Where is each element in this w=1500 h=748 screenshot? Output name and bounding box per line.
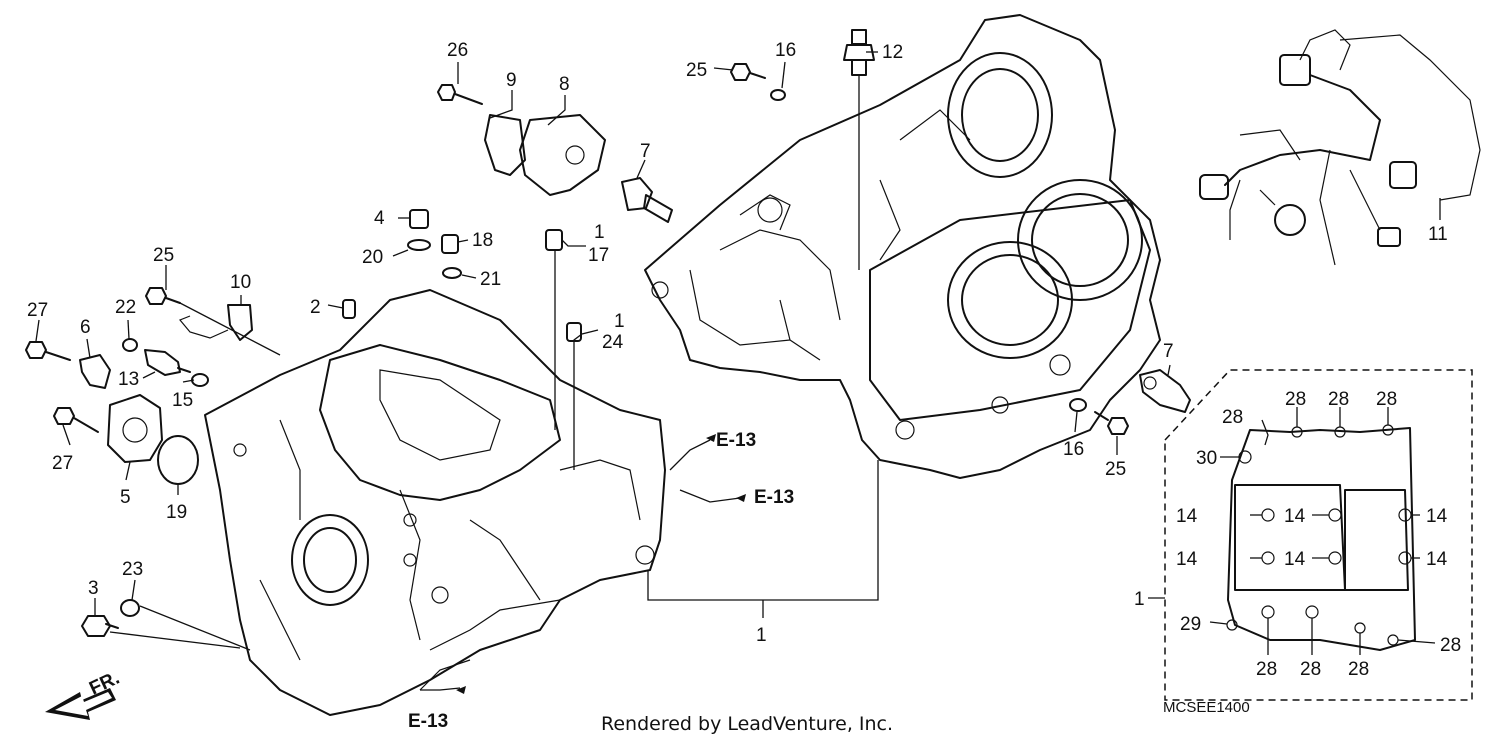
callout-28: 28	[1348, 659, 1369, 680]
callout-7: 7	[1163, 341, 1174, 362]
callout-28: 28	[1222, 407, 1243, 428]
callout-3: 3	[88, 578, 99, 599]
upper-crankcase-drawing	[644, 14, 1161, 479]
front-arrow-icon	[45, 688, 116, 720]
callout-1: 1	[1134, 589, 1145, 610]
sensor-7-upper-drawing	[621, 177, 673, 223]
bolt-25-upper-drawing	[730, 63, 766, 81]
callout-25: 25	[153, 245, 174, 266]
bolt-25-left-drawing	[145, 287, 181, 305]
render-credit: Rendered by LeadVenture, Inc.	[601, 713, 893, 735]
bracket-6-drawing	[79, 354, 111, 389]
callout-14: 14	[1176, 549, 1198, 570]
callout-18: 18	[472, 230, 493, 251]
callout-11: 11	[1428, 224, 1448, 245]
washer-16-upper-drawing	[770, 89, 786, 101]
bolt-25-right-drawing	[1094, 411, 1129, 435]
callout-25: 25	[686, 60, 707, 81]
callout-14: 14	[1176, 506, 1198, 527]
bolt-27-lower-drawing	[53, 407, 99, 433]
callout-28: 28	[1376, 389, 1397, 410]
reference-e13-upper: E-13	[716, 430, 756, 451]
bolt-26-drawing	[437, 84, 483, 105]
callout-13: 13	[118, 369, 139, 390]
callout-10: 10	[230, 272, 251, 293]
inset-oil-pan-assembly	[1148, 369, 1473, 701]
callout-20: 20	[362, 247, 383, 268]
diagram-code: MCSEE1400	[1163, 699, 1250, 716]
callout-16: 16	[775, 40, 796, 61]
callout-17: 17	[588, 245, 609, 266]
e13-arrow-c-icon	[456, 686, 466, 694]
washer-23-drawing	[120, 599, 140, 617]
callout-7: 7	[640, 141, 651, 162]
callout-6: 6	[80, 317, 91, 338]
leader-lines	[35, 51, 1441, 691]
cover-5-drawing	[107, 394, 163, 463]
callout-29: 29	[1180, 614, 1201, 635]
callout-23: 23	[122, 559, 143, 580]
callout-1: 1	[614, 311, 625, 332]
callout-28: 28	[1300, 659, 1321, 680]
callout-1: 1	[756, 625, 767, 646]
callout-28: 28	[1256, 659, 1277, 680]
callout-24: 24	[602, 332, 624, 353]
callout-14: 14	[1284, 549, 1306, 570]
sensor-13-drawing	[144, 349, 191, 376]
callout-14: 14	[1284, 506, 1306, 527]
callout-16: 16	[1063, 439, 1084, 460]
callout-28: 28	[1285, 389, 1306, 410]
callout-12: 12	[882, 42, 903, 63]
dowel-seal-set-drawing	[342, 209, 582, 342]
callout-14: 14	[1426, 549, 1448, 570]
callout-19: 19	[166, 502, 187, 523]
drain-bolt-3-drawing	[81, 615, 119, 637]
callout-15: 15	[172, 390, 193, 411]
callout-22: 22	[115, 297, 136, 318]
callout-28: 28	[1328, 389, 1349, 410]
callout-2: 2	[310, 297, 321, 318]
e13-arrow-b-icon	[736, 494, 746, 502]
breather-bracket-drawing	[484, 114, 606, 196]
clamp-10-drawing	[179, 304, 253, 341]
front-label: FR.	[86, 668, 123, 700]
wire-harness-11-drawing	[1199, 29, 1481, 266]
switch-12-drawing	[843, 29, 875, 270]
sensor-7-right-drawing	[1139, 369, 1191, 413]
callout-25: 25	[1105, 459, 1126, 480]
callout-8: 8	[559, 74, 570, 95]
o-ring-19-drawing	[157, 435, 199, 485]
washer-15-drawing	[191, 373, 209, 387]
callout-26: 26	[447, 40, 468, 61]
callout-28: 28	[1440, 635, 1461, 656]
washer-22-drawing	[122, 338, 138, 352]
callout-30: 30	[1196, 448, 1217, 469]
bolt-27-upper-drawing	[25, 341, 71, 361]
callout-5: 5	[120, 487, 131, 508]
lower-crankcase-drawing	[204, 289, 666, 716]
reference-e13-middle: E-13	[754, 487, 794, 508]
callout-27: 27	[52, 453, 73, 474]
reference-e13-lower: E-13	[408, 711, 448, 732]
callout-4: 4	[374, 208, 385, 229]
callout-14: 14	[1426, 506, 1448, 527]
washer-16-right-drawing	[1069, 398, 1087, 412]
callout-27: 27	[27, 300, 48, 321]
e13-arrow-a-icon	[706, 434, 716, 442]
callout-9: 9	[506, 70, 517, 91]
callout-21: 21	[480, 269, 501, 290]
callout-numbers: 26 9 8 25 16 12 11 7 4 18 1 17 20 21 25 …	[27, 40, 1461, 680]
callout-1: 1	[594, 222, 605, 243]
